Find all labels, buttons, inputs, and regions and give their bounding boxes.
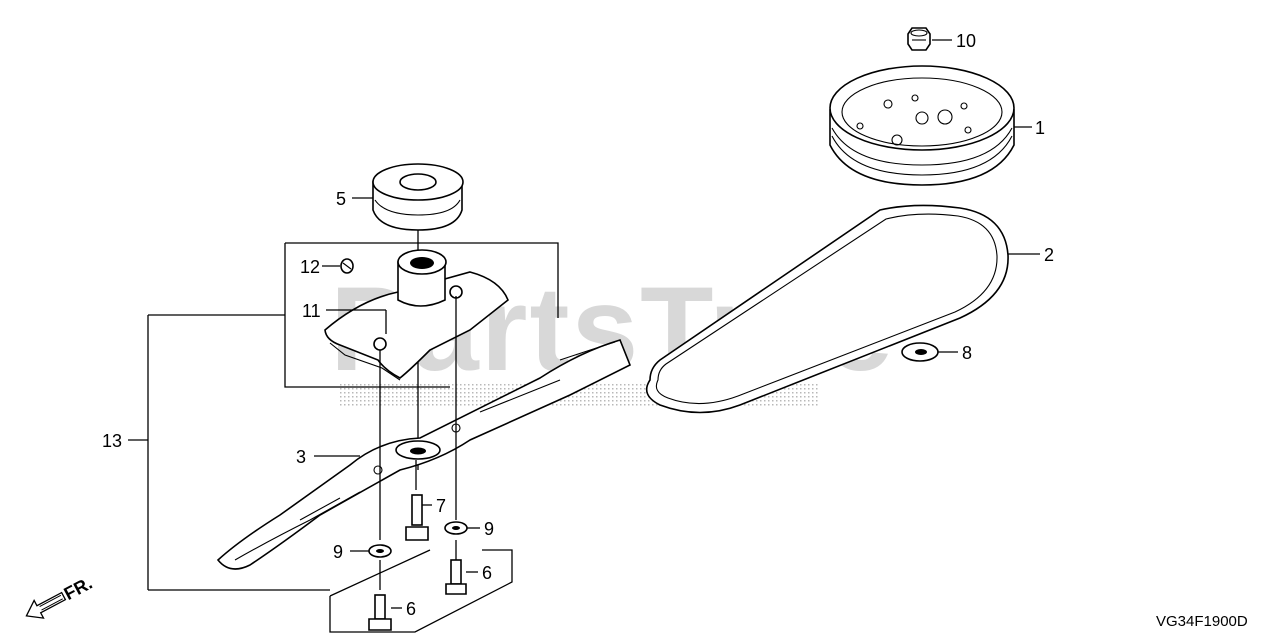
nut-part-10: [907, 27, 931, 51]
bolt-part-6-left: [368, 594, 392, 631]
callout-labels: 10 1 2 5 12 11 13 3 7 9 9 6 6 8: [102, 31, 1054, 619]
pulley-part-1: [829, 65, 1015, 186]
drawing-code: VG34F1900D: [1156, 613, 1248, 630]
callout-2: 2: [1044, 245, 1054, 265]
callout-1: 1: [1035, 118, 1045, 138]
callout-8: 8: [962, 343, 972, 363]
assembly-lines: [379, 296, 457, 590]
leader-lines: [128, 39, 1040, 609]
belt-part-2: [645, 204, 1009, 414]
callout-6-left: 6: [406, 599, 416, 619]
callout-9-left: 9: [333, 542, 343, 562]
callout-13: 13: [102, 431, 122, 451]
spacer-part-5: [372, 163, 464, 231]
washer-part-8: [901, 342, 939, 362]
bolt-part-6-right: [445, 559, 467, 595]
callout-9-right: 9: [484, 519, 494, 539]
hardware-frame-diag: [329, 549, 431, 597]
callout-12: 12: [300, 257, 320, 277]
hardware-frame: [329, 549, 513, 633]
washer-part-9-left: [368, 544, 392, 558]
blade-holder-part-11: [324, 249, 509, 381]
front-arrow-icon: FR.: [25, 573, 96, 619]
callout-3: 3: [296, 447, 306, 467]
callout-5: 5: [336, 189, 346, 209]
bolt-part-7: [405, 494, 429, 541]
callout-6-right: 6: [482, 563, 492, 583]
washer-part-9-right: [444, 521, 468, 535]
blade-part-3: [216, 339, 632, 570]
callout-10: 10: [956, 31, 976, 51]
pin-part-12: [340, 258, 354, 274]
callout-11: 11: [302, 301, 321, 321]
callout-7: 7: [436, 496, 446, 516]
